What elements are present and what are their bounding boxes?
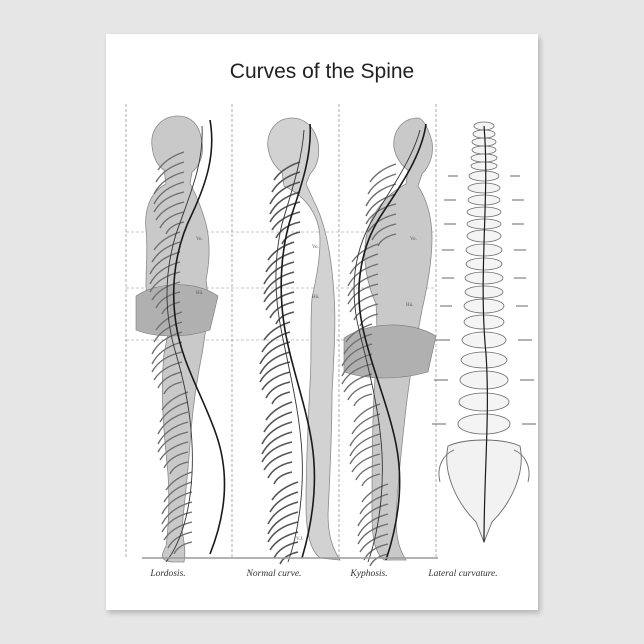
caption-lordosis: Lordosis. xyxy=(150,569,186,579)
body-silhouette-normal xyxy=(267,117,341,561)
spine-curve-lateral xyxy=(482,125,488,543)
figure-lateral-curvature xyxy=(432,121,536,544)
caption-kyphosis: Kyphosis. xyxy=(350,569,388,579)
hip-marker-normal: Hü. xyxy=(312,295,319,300)
spine-curve-kyphosis-secondary xyxy=(353,129,421,563)
vertebra-marker-lordosis: Vo. xyxy=(196,237,203,242)
sacrum xyxy=(446,439,522,544)
spine-curve-normal xyxy=(280,123,316,559)
hip-marker-lordosis: Hü. xyxy=(196,291,203,296)
transverse-processes xyxy=(432,175,536,425)
caption-lateral-curvature: Lateral curvature. xyxy=(428,569,498,579)
spine-illustration: Vo. Hü. Vo. Hü. V.J. xyxy=(125,104,536,567)
poster-title: Curves of the Spine xyxy=(229,60,415,83)
poster: Curves of the Spine xyxy=(106,34,538,610)
hip-marker-kyphosis: Hü. xyxy=(406,303,413,308)
body-silhouette-lordosis xyxy=(145,115,210,563)
vertebral-column xyxy=(457,121,511,435)
spine-curve-kyphosis xyxy=(358,123,427,561)
vertical-guide-lines xyxy=(125,104,437,559)
figure-normal-curve: Vo. Hü. V.J. xyxy=(259,117,341,565)
figure-lordosis: Vo. Hü. xyxy=(135,115,226,563)
caption-normal-curve: Normal curve. xyxy=(246,569,302,579)
spine-curve-lordosis-secondary xyxy=(165,125,203,563)
spine-curve-lordosis xyxy=(172,119,226,555)
spine-curve-normal-secondary xyxy=(275,129,305,563)
vertebra-marker-normal: Vo. xyxy=(312,245,319,250)
figure-kyphosis: Vo. Hü. xyxy=(341,117,437,567)
ankle-marker-normal: V.J. xyxy=(296,537,303,542)
vertebra-marker-kyphosis: Vo. xyxy=(410,237,417,242)
pelvis-kyphosis xyxy=(343,324,437,379)
pelvis-lordosis xyxy=(135,284,219,337)
